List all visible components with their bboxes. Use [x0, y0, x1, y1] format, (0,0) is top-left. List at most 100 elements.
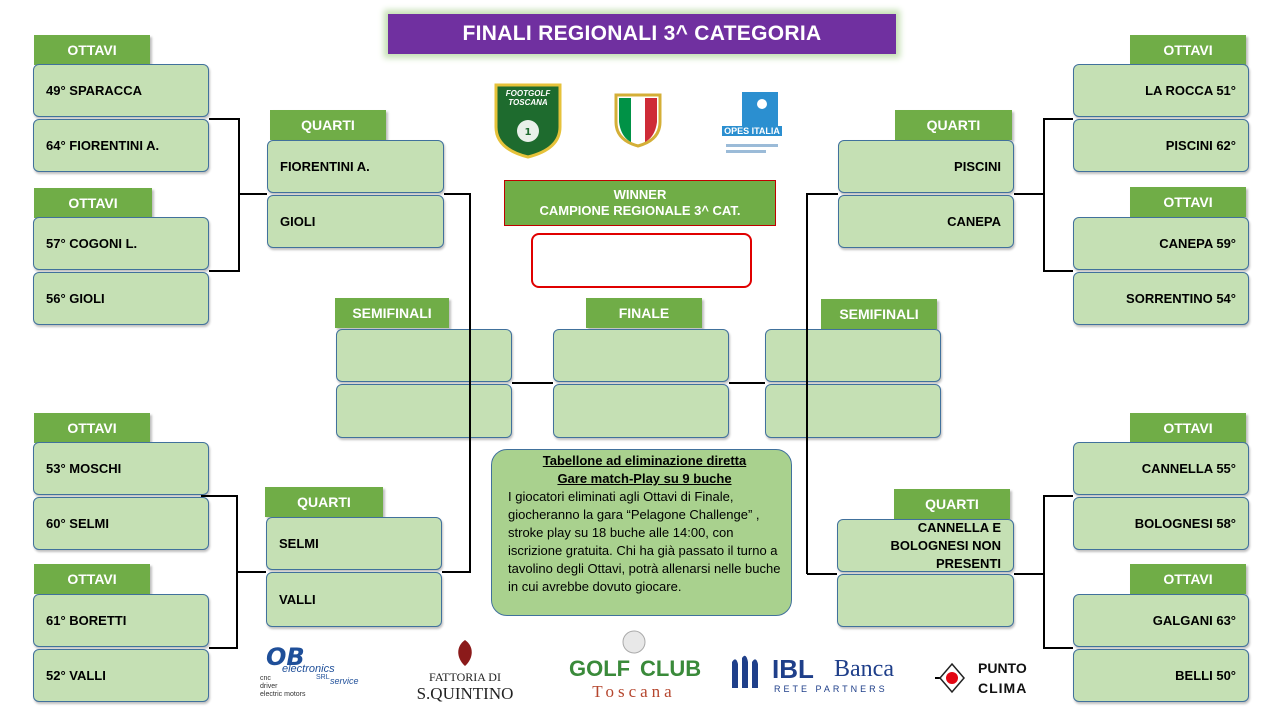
ob-logo-line: cnc — [260, 675, 271, 682]
punto-text-2: CLIMA — [978, 680, 1028, 696]
page-title: FINALI REGIONALI 3^ CATEGORIA — [388, 14, 896, 54]
label-ottavi: OTTAVI — [1130, 35, 1246, 65]
connector-line — [442, 571, 471, 573]
winner-slot — [531, 233, 752, 288]
ob-logo-srl: SRL — [316, 674, 330, 681]
left-ottavi-slot: 60° SELMI — [33, 497, 209, 550]
right-ottavi-slot: PISCINI 62° — [1073, 119, 1249, 172]
connector-line — [1044, 270, 1073, 272]
fattoria-text-1: FATTORIA DI — [429, 670, 501, 684]
ob-logo-sub: electronics — [282, 663, 335, 675]
right-quarti-slot: CANEPA — [838, 195, 1014, 248]
left-ottavi-slot: 49° SPARACCA — [33, 64, 209, 117]
opes-icon — [724, 84, 780, 153]
connector-line — [209, 270, 240, 272]
label-quarti: QUARTI — [895, 110, 1012, 140]
left-ottavi-slot: 52° VALLI — [33, 649, 209, 702]
finale-slot — [553, 329, 729, 382]
connector-line — [1043, 495, 1045, 649]
left-quarti-slot: FIORENTINI A. — [267, 140, 444, 193]
left-quarti-slot: GIOLI — [267, 195, 444, 248]
right-ottavi-slot: LA ROCCA 51° — [1073, 64, 1249, 117]
label-ottavi: OTTAVI — [34, 413, 150, 443]
right-ottavi-slot: BOLOGNESI 58° — [1073, 497, 1249, 550]
ob-logo-line: driver — [260, 683, 278, 690]
connector-line — [1014, 193, 1045, 195]
connector-line — [469, 193, 471, 572]
label-quarti: QUARTI — [894, 489, 1010, 519]
ob-electronics-logo: OB electronics SRL service cnc driver el… — [258, 643, 368, 701]
ob-logo-main: OB — [266, 643, 305, 671]
connector-line — [806, 193, 808, 574]
finale-slot — [553, 384, 729, 438]
right-ottavi-slot: BELLI 50° — [1073, 649, 1249, 702]
connector-line — [1043, 118, 1045, 272]
diamond-icon — [935, 662, 965, 694]
footgolf-logo-text: FOOTGOLF TOSCANA — [505, 89, 551, 107]
info-box: Tabellone ad eliminazione diretta Gare m… — [491, 449, 792, 616]
left-ottavi-slot: 53° MOSCHI — [33, 442, 209, 495]
left-quarti-slot: SELMI — [266, 517, 442, 570]
label-quarti: QUARTI — [270, 110, 386, 140]
label-ottavi: OTTAVI — [34, 564, 150, 594]
punto-clima-logo: PUNTO CLIMA — [932, 658, 1032, 700]
connector-line — [1044, 647, 1073, 649]
winner-line1: WINNER — [613, 187, 667, 202]
right-ottavi-slot: GALGANI 63° — [1073, 594, 1249, 647]
winner-line2: CAMPIONE REGIONALE 3^ CAT. — [539, 203, 741, 218]
footgolf-toscana-logo: 1 FOOTGOLF TOSCANA — [492, 81, 564, 159]
leaf-icon — [458, 640, 472, 666]
connector-line — [444, 193, 471, 195]
connector-line — [1044, 118, 1073, 120]
connector-line — [807, 193, 838, 195]
golf-text-2: CLUB — [640, 656, 702, 681]
right-quarti-slot: PISCINI — [838, 140, 1014, 193]
fattoria-text-2: S.QUINTINO — [416, 684, 514, 703]
left-semifinale-slot — [336, 384, 512, 438]
punto-text-1: PUNTO — [978, 660, 1027, 676]
ibl-wave-icon — [732, 655, 758, 688]
opes-logo-text: OPES ITALIA — [722, 126, 782, 136]
left-semifinale-slot — [336, 329, 512, 382]
golf-ball-icon — [622, 630, 646, 654]
left-ottavi-slot: 57° COGONI L. — [33, 217, 209, 270]
connector-line — [209, 118, 240, 120]
info-body: I giocatori eliminati agli Ottavi di Fin… — [508, 489, 781, 594]
label-quarti: QUARTI — [265, 487, 383, 517]
connector-line — [209, 647, 238, 649]
italy-flag-icon — [614, 93, 662, 148]
left-ottavi-slot: 64° FIORENTINI A. — [33, 119, 209, 172]
connector-line — [238, 193, 267, 195]
connector-line — [512, 382, 553, 384]
label-semifinali: SEMIFINALI — [821, 299, 937, 329]
right-ottavi-slot: SORRENTINO 54° — [1073, 272, 1249, 325]
right-quarti-slot — [837, 574, 1014, 627]
connector-line — [1044, 495, 1073, 497]
label-ottavi: OTTAVI — [1130, 413, 1246, 443]
info-title: Tabellone ad eliminazione diretta — [542, 453, 747, 468]
ibl-banca-logo: IBL Banca RETE PARTNERS — [728, 650, 918, 698]
connector-line — [238, 118, 240, 272]
connector-line — [201, 495, 238, 497]
right-semifinale-slot — [765, 384, 941, 438]
info-subtitle: Gare match-Play su 9 buche — [557, 471, 732, 486]
svg-text:1: 1 — [525, 127, 532, 138]
left-ottavi-slot: 56° GIOLI — [33, 272, 209, 325]
ibl-text-2: Banca — [834, 656, 894, 682]
connector-line — [729, 382, 765, 384]
right-ottavi-slot: CANNELLA 55° — [1073, 442, 1249, 495]
label-ottavi: OTTAVI — [34, 35, 150, 65]
fattoria-san-quintino-logo: FATTORIA DI S.QUINTINO — [400, 638, 530, 704]
ob-logo-service: service — [330, 676, 359, 686]
left-ottavi-slot: 61° BORETTI — [33, 594, 209, 647]
right-semifinale-slot — [765, 329, 941, 382]
golf-text-3: Toscana — [592, 682, 676, 701]
ibl-text-1: IBL — [772, 654, 814, 684]
left-quarti-slot: VALLI — [266, 572, 442, 627]
italy-shield-icon — [613, 92, 663, 148]
golf-club-toscana-logo: GOLF CLUB Toscana — [566, 630, 702, 704]
label-ottavi: OTTAVI — [34, 188, 152, 218]
label-finale: FINALE — [586, 298, 702, 328]
ob-logo-line: electric motors — [260, 691, 306, 698]
winner-banner: WINNER CAMPIONE REGIONALE 3^ CAT. — [504, 180, 776, 226]
